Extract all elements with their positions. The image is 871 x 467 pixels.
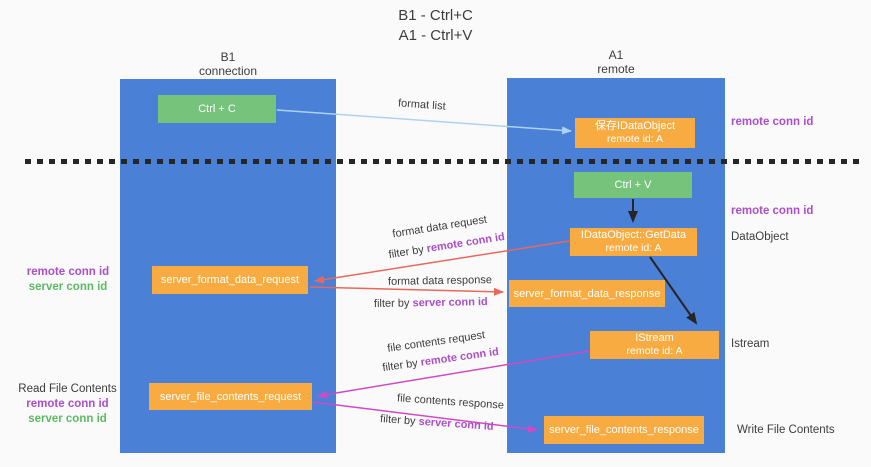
phase-separator-dashed-line — [25, 159, 862, 164]
node-save-idataobject-line2: remote id: A — [606, 133, 664, 145]
node-server-format-data-response: server_format_data_response — [509, 280, 665, 307]
filter-conn-id: remote conn id — [419, 345, 500, 369]
node-getdata-line1: IDataObject::GetData — [580, 229, 687, 241]
node-getdata-line2: remote id: A — [605, 242, 662, 254]
filter-conn-id: remote conn id — [425, 230, 506, 256]
node-ctrl-c: Ctrl + C — [158, 95, 276, 123]
arrow-format-data-response — [309, 286, 504, 296]
filter-conn-id: server conn id — [412, 296, 488, 310]
node-save-idataobject: 保存IDataObject remote id: A — [575, 118, 695, 148]
label-file-contents-response: file contents response — [396, 392, 505, 412]
label-remote-conn-id-right-mid: remote conn id — [731, 205, 814, 217]
node-server-file-contents-response: server_file_contents_response — [544, 416, 704, 444]
label-filter-server-conn-id-2: filter by server conn id — [380, 413, 494, 433]
label-server-conn-id-left-1: server conn id — [28, 281, 108, 293]
diagram-title: B1 - Ctrl+C A1 - Ctrl+V — [0, 6, 871, 46]
filter-prefix: filter by — [373, 297, 413, 310]
node-istream: IStream remote id: A — [590, 331, 719, 359]
label-filter-server-conn-id-1: filter by server conn id — [374, 296, 488, 310]
label-format-list: format list — [397, 97, 447, 113]
filter-conn-id: server conn id — [418, 415, 494, 433]
label-dataobject: DataObject — [731, 231, 789, 243]
title-line-1: B1 - Ctrl+C — [398, 7, 473, 24]
left-conn-id-group-1: remote conn id server conn id — [20, 265, 116, 295]
filter-prefix: filter by — [381, 356, 422, 375]
label-remote-conn-id-left-1: remote conn id — [26, 266, 110, 278]
filter-prefix: filter by — [387, 243, 428, 262]
lane-header-b1: B1 connection — [120, 50, 336, 78]
label-server-conn-id-left-2: server conn id — [28, 413, 107, 425]
title-line-2: A1 - Ctrl+V — [398, 27, 473, 44]
label-istream: Istream — [731, 338, 770, 350]
lane-header-a1: A1 remote — [507, 48, 725, 76]
lane-b1-title: B1 — [220, 50, 236, 64]
label-remote-conn-id-right-top: remote conn id — [731, 116, 814, 128]
lane-b1-subtitle: connection — [198, 64, 258, 78]
node-save-idataobject-line1: 保存IDataObject — [594, 120, 676, 132]
label-format-data-response: format data response — [387, 274, 493, 288]
label-write-file-contents: Write File Contents — [737, 424, 835, 436]
label-read-file-contents: Read File Contents — [18, 383, 117, 395]
node-istream-line1: IStream — [635, 332, 674, 344]
node-idataobject-getdata: IDataObject::GetData remote id: A — [570, 228, 697, 256]
left-conn-id-group-2: Read File Contents remote conn id server… — [15, 382, 120, 427]
node-ctrl-v: Ctrl + V — [574, 172, 692, 198]
node-server-format-data-request: server_format_data_request — [152, 266, 308, 294]
lane-a1-subtitle: remote — [597, 62, 635, 76]
label-remote-conn-id-left-2: remote conn id — [26, 398, 109, 410]
filter-prefix: filter by — [379, 413, 419, 428]
node-server-file-contents-request: server_file_contents_request — [149, 383, 312, 410]
lane-a1-title: A1 — [608, 48, 624, 62]
node-istream-line2: remote id: A — [626, 345, 683, 357]
